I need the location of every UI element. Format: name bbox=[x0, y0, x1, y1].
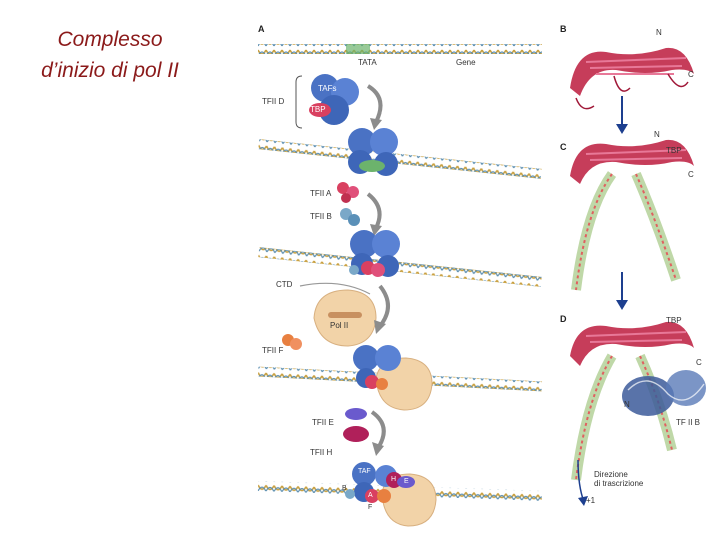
complex-with-pol2 bbox=[353, 345, 401, 390]
tata-box bbox=[346, 44, 370, 54]
tfiia-label: TFII A bbox=[310, 189, 332, 198]
tfiid-label: TFII D bbox=[262, 97, 285, 106]
final-f-label: F bbox=[368, 504, 373, 511]
panel-d-tfiib-label: TF II B bbox=[676, 418, 700, 427]
tfiif-protein bbox=[282, 334, 302, 350]
dna-bent-c bbox=[571, 171, 681, 291]
arrow-2-head bbox=[370, 224, 382, 236]
tfiid-complex bbox=[309, 74, 359, 125]
tbp-saddle-b bbox=[570, 47, 694, 96]
panel-d-letter: D bbox=[560, 314, 567, 324]
direction-arrow-head bbox=[578, 496, 588, 506]
direction-line-1: Direzione bbox=[594, 470, 628, 479]
preinitiation-complex bbox=[345, 462, 415, 503]
tfiib-label: TFII B bbox=[310, 212, 332, 221]
tfiid-bracket bbox=[295, 75, 303, 129]
panel-d-n-label: N bbox=[624, 400, 630, 409]
tfiia-protein bbox=[337, 182, 359, 203]
panel-d-c-label: C bbox=[696, 358, 702, 367]
arrow-3 bbox=[378, 284, 390, 328]
gene-label: Gene bbox=[456, 58, 476, 67]
panel-b-tbp-structure: B N C bbox=[556, 18, 716, 128]
arrow-4 bbox=[370, 410, 386, 450]
tbp-label: TBP bbox=[310, 105, 326, 114]
tfiie-label: TFII E bbox=[312, 418, 334, 427]
arrow-3-head bbox=[374, 320, 386, 334]
tfiid-bound bbox=[348, 128, 398, 176]
panel-c-drawing bbox=[570, 139, 694, 291]
panel-a-drawing bbox=[257, 44, 543, 527]
ctd-tail bbox=[299, 282, 371, 295]
plus-one-label: +1 bbox=[586, 496, 596, 505]
panel-c-c-label: C bbox=[688, 170, 694, 179]
panel-b-drawing bbox=[570, 47, 694, 110]
panel-c-letter: C bbox=[560, 142, 567, 152]
tata-label: TATA bbox=[358, 58, 377, 67]
arrow-4-head bbox=[372, 442, 384, 456]
title-line-2: d’inizio di pol II bbox=[41, 59, 179, 82]
dna-strand-1 bbox=[258, 44, 542, 54]
tbp-saddle-d bbox=[570, 321, 694, 366]
tfiih-protein bbox=[343, 426, 369, 442]
tfiie-protein bbox=[345, 408, 367, 420]
panel-b-n-label: N bbox=[656, 28, 662, 37]
complex-d-a-b bbox=[349, 230, 400, 277]
tbp-sheet-c bbox=[585, 149, 687, 161]
tbp-sheet-d bbox=[585, 331, 687, 343]
panel-d-tbp-tfiib-dna: D TBP C N TF II B Direzione di trascrizi… bbox=[556, 310, 716, 534]
ctd-label: CTD bbox=[276, 280, 293, 289]
tfiif-label: TFII F bbox=[262, 346, 284, 355]
tfiib-domain bbox=[622, 370, 706, 416]
pol2-label: Pol II bbox=[330, 321, 349, 330]
title-line-1: Complesso bbox=[57, 28, 163, 51]
final-taf-label: TAF bbox=[358, 468, 371, 475]
blue-arrow-2 bbox=[616, 272, 628, 310]
panel-a-assembly: A TATA Gene TFII D TAFs TBP TFII A TFII … bbox=[250, 18, 550, 536]
tbp-loops-b bbox=[575, 73, 689, 110]
final-a-label: A bbox=[368, 492, 373, 499]
dna-strand-3 bbox=[258, 247, 542, 287]
tfiih-label: TFII H bbox=[310, 448, 333, 457]
tbp-sheet-b bbox=[585, 57, 687, 75]
arrow-1 bbox=[366, 84, 383, 123]
panel-b-letter: B bbox=[560, 24, 567, 34]
tafs-label: TAFs bbox=[318, 84, 337, 93]
panel-c-tbp-label: TBP bbox=[666, 146, 682, 155]
panel-d-drawing bbox=[570, 321, 706, 506]
panel-c-tbp-dna: C N TBP C bbox=[556, 130, 716, 300]
arrow-1-head bbox=[370, 118, 382, 130]
direction-line-2: di trascrizione bbox=[594, 479, 644, 488]
dna-strand-2 bbox=[258, 139, 542, 179]
final-h-label: H bbox=[391, 476, 397, 483]
final-b-label: B bbox=[342, 485, 347, 492]
arrow-2 bbox=[366, 192, 382, 229]
tfiib-protein bbox=[340, 208, 360, 226]
blue-arrow-1 bbox=[616, 96, 628, 134]
dna-bent-d bbox=[571, 353, 677, 481]
panel-d-tbp-label: TBP bbox=[666, 316, 682, 325]
panel-b-c-label: C bbox=[688, 70, 694, 79]
panel-c-n-label: N bbox=[654, 130, 660, 139]
slide-title: Complesso d’inizio di pol II bbox=[20, 24, 200, 86]
pol2-channel bbox=[328, 312, 362, 318]
final-e-label: E bbox=[404, 478, 409, 485]
panel-a-letter: A bbox=[258, 24, 265, 34]
